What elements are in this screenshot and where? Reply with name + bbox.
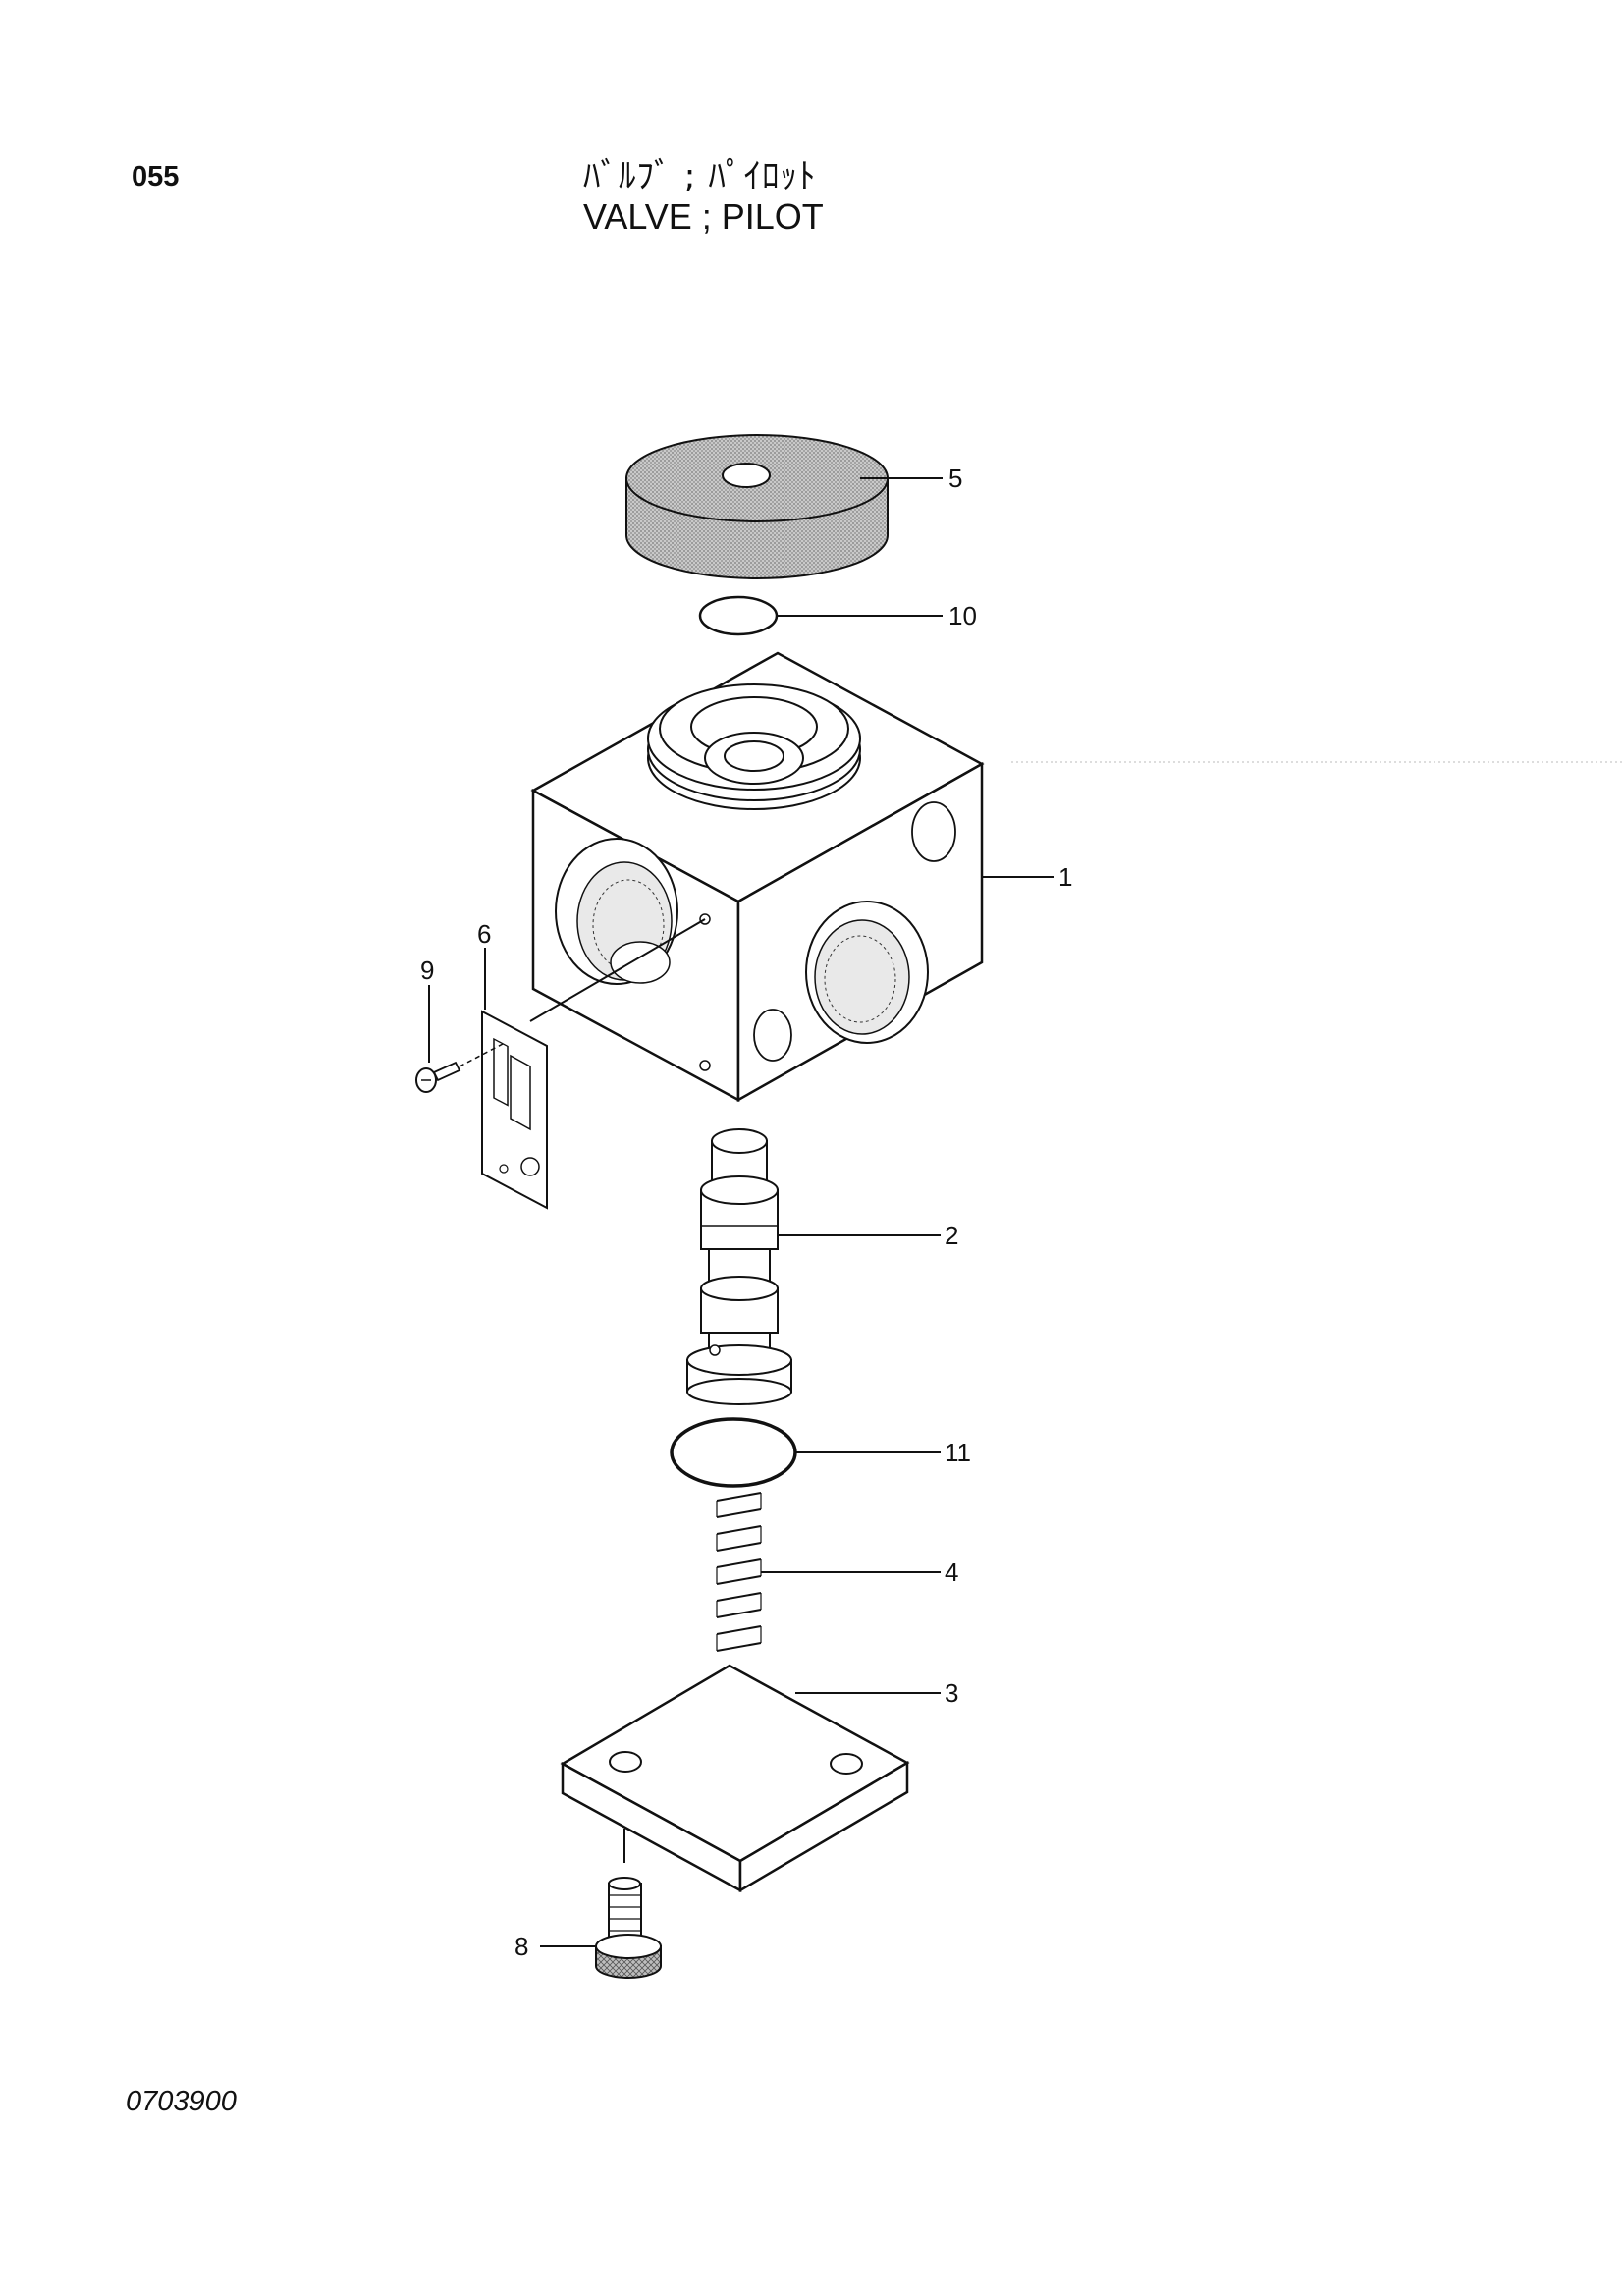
spring-part — [716, 1492, 941, 1652]
callout-10: 10 — [948, 601, 977, 630]
nameplate-part — [481, 948, 548, 1210]
spool-part — [686, 1128, 941, 1405]
o-ring-large-part — [670, 1417, 941, 1488]
callout-2: 2 — [945, 1221, 958, 1250]
callout-5: 5 — [948, 464, 962, 493]
callout-9: 9 — [420, 956, 434, 985]
title-japanese: ﾊﾞﾙﾌﾞ ; ﾊﾟｲﾛｯﾄ — [583, 157, 817, 196]
screw-part — [415, 985, 504, 1093]
plug-part — [540, 1877, 662, 1979]
title-english: VALVE ; PILOT — [583, 196, 824, 237]
o-ring-small-part — [698, 595, 943, 636]
callout-1: 1 — [1058, 862, 1072, 892]
callout-6: 6 — [477, 919, 491, 949]
plate-part — [560, 1664, 941, 1893]
callout-11: 11 — [945, 1438, 971, 1467]
callout-3: 3 — [945, 1678, 958, 1708]
drawing-code: 0703900 — [126, 2086, 237, 2117]
valve-body-part — [529, 651, 1054, 1103]
cap-part — [625, 434, 943, 579]
page-number: 055 — [132, 161, 180, 192]
callout-4: 4 — [945, 1558, 958, 1587]
callout-8: 8 — [514, 1932, 528, 1961]
